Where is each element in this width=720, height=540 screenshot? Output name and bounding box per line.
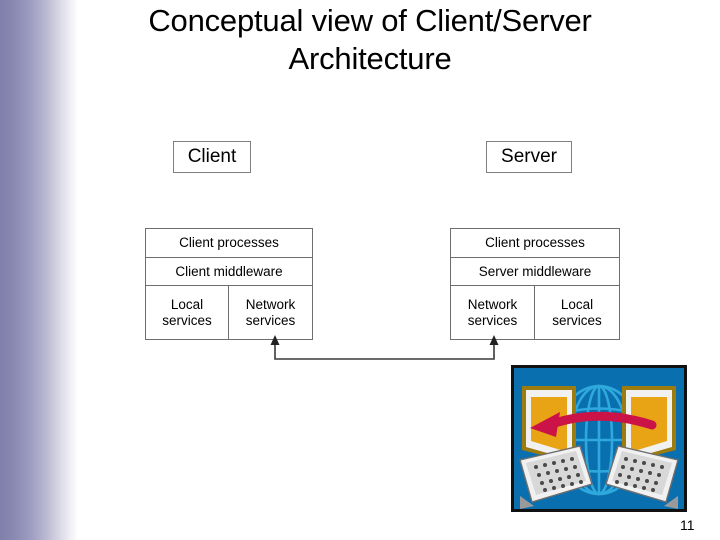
server-network-services-cell: Network services (451, 286, 535, 339)
client-processes-row: Client processes (146, 229, 312, 258)
client-middleware-label: Client middleware (175, 263, 283, 279)
two-laptops-globe-network-image (511, 365, 687, 512)
server-middleware-row: Server middleware (451, 258, 619, 286)
page-title: Conceptual view of Client/Server Archite… (70, 2, 670, 78)
client-layer-stack: Client processes Client middleware Local… (145, 228, 315, 342)
client-local-services-line-2: services (162, 312, 212, 328)
server-processes-label: Client processes (485, 235, 585, 250)
server-header-label: Server (501, 146, 557, 167)
server-local-services-cell: Local services (535, 286, 619, 339)
server-services-row: Network services Local services (451, 286, 619, 339)
server-network-services-line-1: Network (467, 296, 518, 312)
client-network-services-cell: Network services (229, 286, 312, 339)
right-laptop-icon (605, 386, 679, 509)
connector-left-up-arrow-icon (270, 335, 280, 345)
connector-right-up-arrow-icon (489, 335, 499, 345)
client-network-services-line-2: services (245, 312, 296, 328)
client-processes-label: Client processes (179, 235, 279, 250)
red-transfer-arrow-icon (530, 411, 657, 437)
client-header-label: Client (187, 146, 237, 167)
client-local-services-line-1: Local (170, 296, 204, 312)
client-network-services-line-1: Network (245, 296, 296, 312)
server-layer-stack: Client processes Server middleware Netwo… (450, 228, 622, 342)
client-header-box: Client (173, 141, 251, 173)
server-local-services-line-2: services (552, 312, 602, 328)
server-processes-row: Client processes (451, 229, 619, 258)
page-number: 11 (680, 517, 695, 533)
server-local-services-line-1: Local (560, 296, 594, 312)
server-middleware-label: Server middleware (478, 263, 592, 279)
client-services-row: Local services Network services (146, 286, 312, 339)
left-accent-band (0, 0, 78, 540)
client-local-services-cell: Local services (146, 286, 229, 339)
connector-path (274, 344, 495, 360)
server-header-box: Server (486, 141, 572, 173)
server-network-services-line-2: services (467, 312, 518, 328)
clipart-svg (514, 368, 684, 509)
page-title-line-2: Architecture (288, 41, 452, 76)
client-middleware-row: Client middleware (146, 258, 312, 286)
network-connector (270, 335, 499, 360)
page-title-line-1: Conceptual view of Client/Server (148, 3, 592, 38)
